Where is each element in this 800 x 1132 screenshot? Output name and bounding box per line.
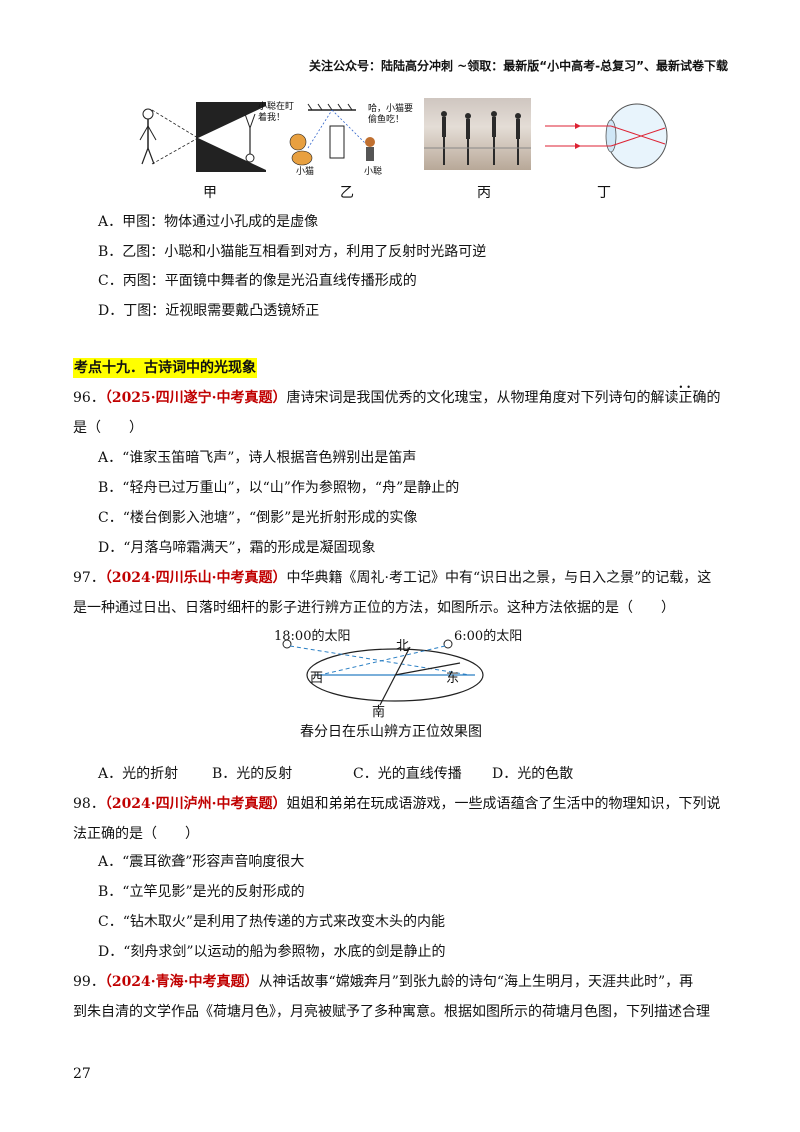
question-text: 唐诗宋词是我国优秀的文化瑰宝，从物理角度对下列诗句的解读 <box>286 390 679 406</box>
figure-mirror-cat: 小聪在盯着我！ 哈，小猫要偷鱼吃！ 小猫 小聪 <box>258 98 416 178</box>
figure-dancers-photo <box>424 98 531 170</box>
question-number: 97． <box>73 570 105 586</box>
question-text: 中华典籍《周礼·考工记》中有“识日出之景，与日入之景”的记载，这 <box>286 570 712 586</box>
sun-evening-label: 18:00的太阳 <box>274 629 351 644</box>
label-yi: 乙 <box>340 185 354 201</box>
question-text-end: 的 <box>706 390 721 406</box>
question-number: 98． <box>73 796 105 812</box>
cat-label: 小猫 <box>296 167 315 177</box>
page-header: 关注公众号：陆陆高分冲刺 ~领取：最新版“小中高考-总复习”、最新试卷下载 <box>309 59 728 73</box>
q96-stem-line2: 是（ ） <box>73 420 143 436</box>
question-number: 99． <box>73 974 105 990</box>
question-number: 96． <box>73 390 105 406</box>
q96-option-c: C．“楼台倒影入池塘”，“倒影”是光折射形成的实像 <box>98 510 418 526</box>
west-label: 西 <box>310 671 324 686</box>
q96-stem: 96．（2025·四川遂宁·中考真题）唐诗宋词是我国优秀的文化瑰宝，从物理角度对… <box>73 388 721 408</box>
q99-stem: 99．（2024·青海·中考真题）从神话故事“嫦娥奔月”到张九龄的诗句“海上生明… <box>73 972 693 992</box>
question-text: 姐姐和弟弟在玩成语游戏，一些成语蕴含了生活中的物理知识，下列说 <box>286 796 721 812</box>
q97-option-c: C．光的直线传播 <box>353 766 462 782</box>
section-title: 考点十九．古诗词中的光现象 <box>73 358 257 378</box>
q95-option-b: B．乙图：小聪和小猫能互相看到对方，利用了反射时光路可逆 <box>98 244 487 260</box>
q98-stem: 98．（2024·四川泸州·中考真题）姐姐和弟弟在玩成语游戏，一些成语蕴含了生活… <box>73 794 721 814</box>
speech-left: 小聪在盯着我！ <box>258 102 295 123</box>
figure-sun-shadow: 18:00的太阳 6:00的太阳 北 西 东 南 春分日在乐山辨方正位效果图 <box>270 625 540 755</box>
east-label: 东 <box>446 671 460 686</box>
q97-option-b: B．光的反射 <box>212 766 293 782</box>
q98-option-a: A．“震耳欲聋”形容声音响度很大 <box>98 854 305 870</box>
q98-option-b: B．“立竿见影”是光的反射形成的 <box>98 884 305 900</box>
figure-caption: 春分日在乐山辨方正位效果图 <box>300 724 482 740</box>
emphasis-word: 正确 <box>679 390 707 406</box>
q98-option-c: C．“钻木取火”是利用了热传递的方式来改变木头的内能 <box>98 914 446 930</box>
label-bing: 丙 <box>477 185 491 201</box>
page-number: 27 <box>73 1066 91 1082</box>
q95-option-c: C．丙图：平面镜中舞者的像是光沿直线传播形成的 <box>98 273 417 289</box>
q97-stem-line2: 是一种通过日出、日落时细杆的影子进行辨方正位的方法，如图所示。这种方法依据的是（… <box>73 600 675 616</box>
label-jia: 甲 <box>203 185 217 201</box>
q97-stem: 97．（2024·四川乐山·中考真题）中华典籍《周礼·考工记》中有“识日出之景，… <box>73 568 711 588</box>
figure-pinhole <box>130 100 270 175</box>
q96-option-b: B．“轻舟已过万重山”，以“山”作为参照物，“舟”是静止的 <box>98 480 460 496</box>
question-text: 从神话故事“嫦娥奔月”到张九龄的诗句“海上生明月，天涯共此时”，再 <box>258 974 694 990</box>
question-source: （2024·青海·中考真题） <box>104 974 259 990</box>
q98-option-d: D．“刻舟求剑”以运动的船为参照物，水底的剑是静止的 <box>98 944 446 960</box>
q97-option-a: A．光的折射 <box>98 766 179 782</box>
q96-option-d: D．“月落乌啼霜满天”，霜的形成是凝固现象 <box>98 540 376 556</box>
q95-option-d: D．丁图：近视眼需要戴凸透镜矫正 <box>98 303 320 319</box>
label-ding: 丁 <box>597 185 611 201</box>
south-label: 南 <box>372 705 386 720</box>
figure-eye <box>545 100 670 172</box>
sun-morning-label: 6:00的太阳 <box>454 629 523 644</box>
boy-label: 小聪 <box>364 167 383 177</box>
question-source: （2024·四川乐山·中考真题） <box>104 570 287 586</box>
q96-option-a: A．“谁家玉笛暗飞声”，诗人根据音色辨别出是笛声 <box>98 450 417 466</box>
q97-option-d: D．光的色散 <box>492 766 574 782</box>
q99-stem-line2: 到朱自清的文学作品《荷塘月色》，月亮被赋予了多种寓意。根据如图所示的荷塘月色图，… <box>73 1004 710 1020</box>
north-label: 北 <box>396 639 410 654</box>
q98-stem-line2: 法正确的是（ ） <box>73 826 199 842</box>
question-source: （2024·四川泸州·中考真题） <box>104 796 287 812</box>
question-source: （2025·四川遂宁·中考真题） <box>104 390 287 406</box>
speech-right: 哈，小猫要偷鱼吃！ <box>368 104 414 125</box>
q95-option-a: A．甲图：物体通过小孔成的是虚像 <box>98 214 319 230</box>
